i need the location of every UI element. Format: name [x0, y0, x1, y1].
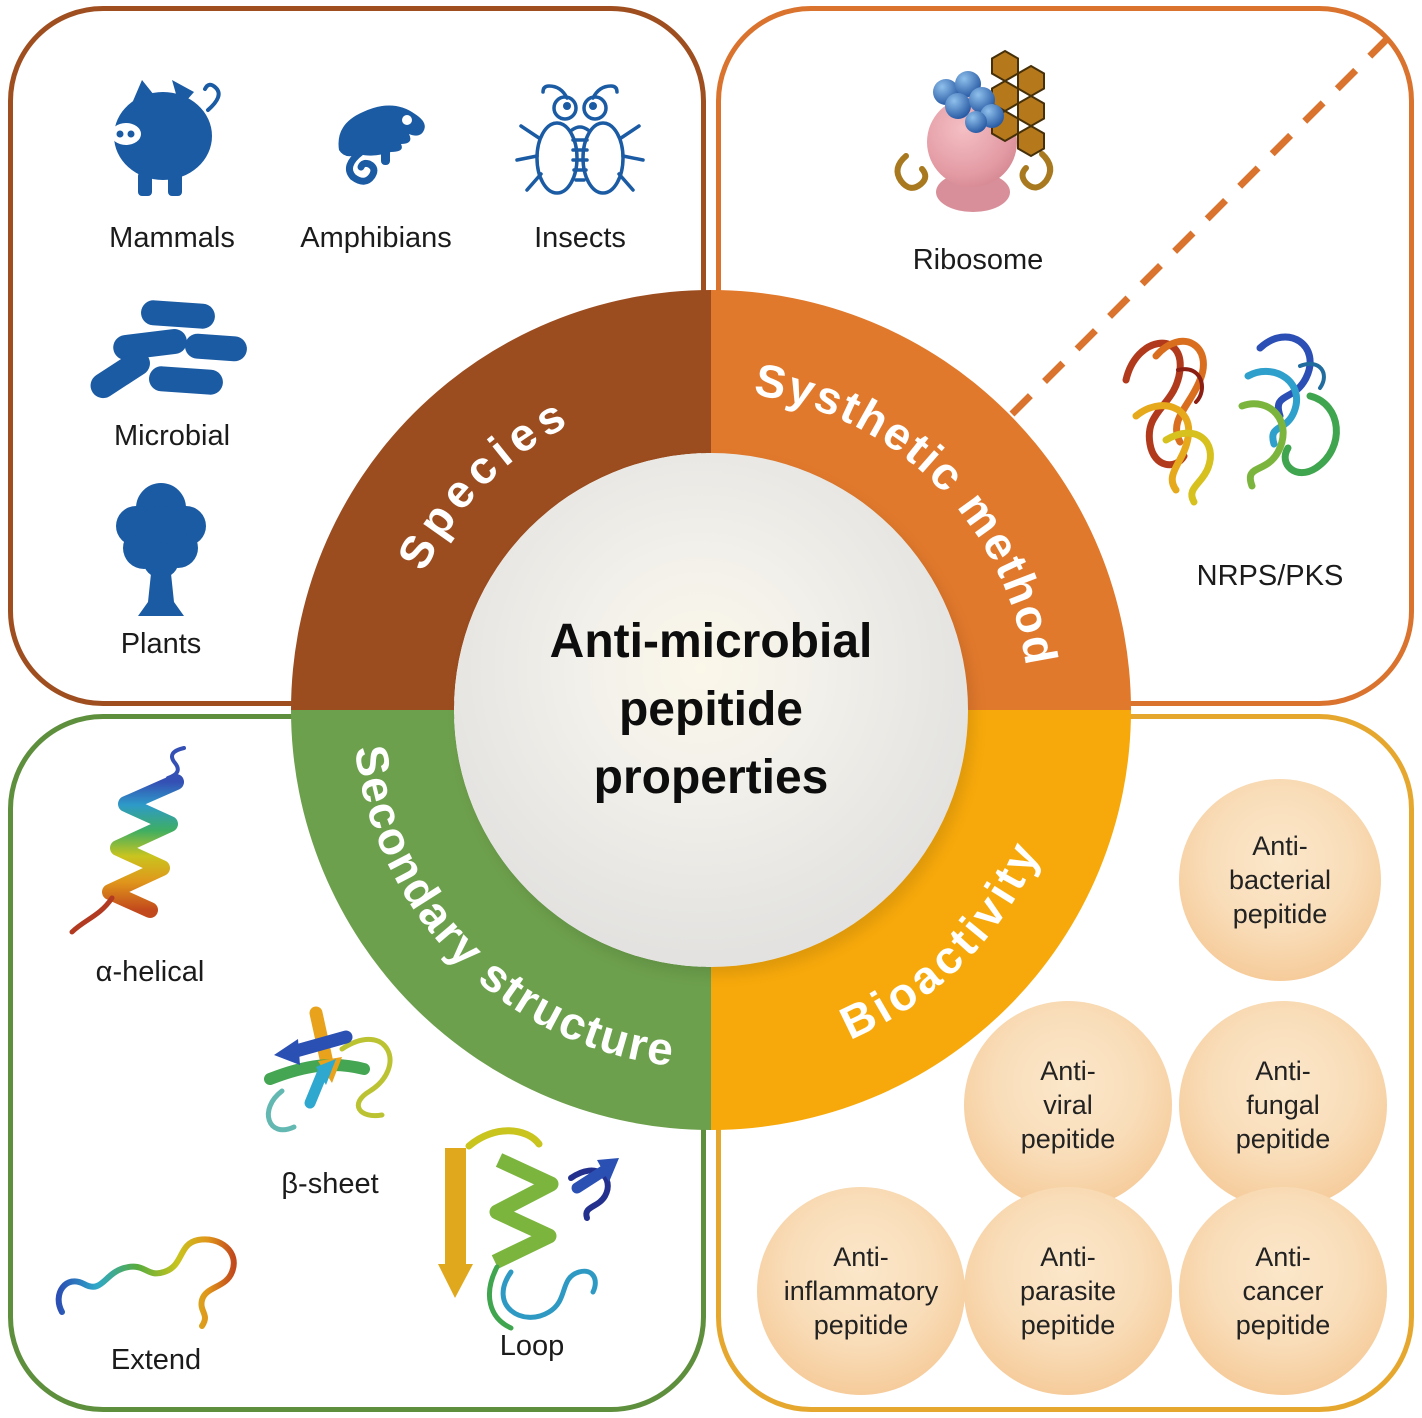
- bubble-line: Anti-: [1040, 1056, 1096, 1086]
- bubble-line: inflammatory: [783, 1276, 939, 1306]
- bubble-line: pepitide: [1020, 1124, 1116, 1154]
- bubble-line: Anti-: [1252, 831, 1308, 861]
- anti-viral-bubble: Anti- viral pepitide: [964, 1001, 1172, 1209]
- loop-structure-image: [438, 1127, 619, 1331]
- alpha-helix-image: [69, 746, 186, 935]
- amphibians-label: Amphibians: [300, 222, 452, 254]
- center-title-line2: pepitide: [618, 683, 803, 736]
- bubble-line: Anti-: [1040, 1242, 1096, 1272]
- bubble-line: pepitide: [1232, 899, 1328, 929]
- protein-complex-image: [1122, 333, 1340, 506]
- bubble-line: Anti-: [1255, 1242, 1311, 1272]
- bubble-line: Anti-: [833, 1242, 889, 1272]
- loop-label: Loop: [499, 1330, 565, 1362]
- plants-label: Plants: [120, 628, 202, 660]
- insects-label: Insects: [534, 222, 626, 254]
- beta-sheet-image: [264, 1006, 393, 1133]
- bubble-line: pepitide: [1235, 1124, 1331, 1154]
- beta-sheet-label: β-sheet: [281, 1168, 379, 1200]
- bubble-line: pepitide: [813, 1310, 909, 1340]
- ribosome-label: Ribosome: [912, 244, 1044, 276]
- insect-icon: [515, 84, 645, 195]
- extended-strand-image: [55, 1236, 237, 1329]
- anti-bacterial-bubble: Anti- bacterial pepitide: [1179, 779, 1381, 981]
- center-title-line3: properties: [593, 751, 829, 804]
- bacteria-icon: [90, 300, 247, 399]
- ribosome-image: [894, 49, 1054, 212]
- center-title-line1: Anti-microbial: [549, 615, 873, 668]
- bubble-line: cancer: [1242, 1276, 1324, 1306]
- chameleon-icon: [338, 105, 425, 185]
- microbial-label: Microbial: [113, 420, 231, 452]
- bubble-line: Anti-: [1255, 1056, 1311, 1086]
- bubble-line: parasite: [1019, 1276, 1117, 1306]
- bubble-line: viral: [1043, 1090, 1093, 1120]
- anti-inflammatory-bubble: Anti- inflammatory pepitide: [757, 1187, 965, 1395]
- alpha-helical-label: α-helical: [95, 956, 205, 988]
- extend-label: Extend: [110, 1344, 202, 1376]
- mammals-label: Mammals: [109, 222, 235, 254]
- center-title-circle: Anti-microbial pepitide properties: [454, 453, 968, 967]
- bubble-line: bacterial: [1228, 865, 1332, 895]
- anti-cancer-bubble: Anti- cancer pepitide: [1179, 1187, 1387, 1395]
- bubble-line: fungal: [1246, 1090, 1320, 1120]
- tree-icon: [116, 483, 206, 616]
- bubble-line: pepitide: [1020, 1310, 1116, 1340]
- anti-parasite-bubble: Anti- parasite pepitide: [964, 1187, 1172, 1395]
- nrps-pks-label: NRPS/PKS: [1196, 560, 1344, 592]
- pig-icon: [111, 80, 221, 196]
- bubble-line: pepitide: [1235, 1310, 1331, 1340]
- anti-fungal-bubble: Anti- fungal pepitide: [1179, 1001, 1387, 1209]
